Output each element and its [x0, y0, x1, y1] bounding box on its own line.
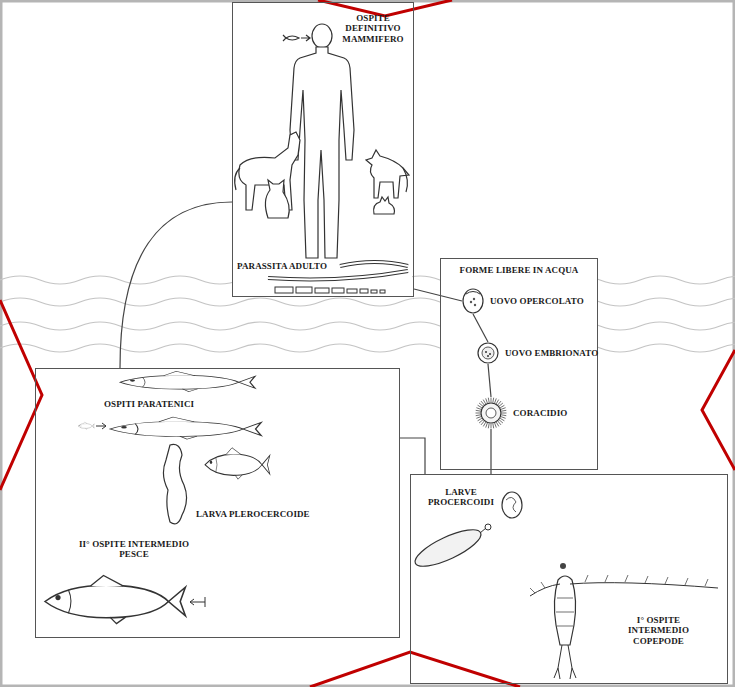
coracidium-shape	[475, 397, 507, 429]
coracidium-shape: CORACIDIO	[475, 397, 507, 429]
host-box: OSPITI PARATENICI LARVA PLEROCERCOIDE II° …	[35, 368, 400, 638]
mammal-hosts	[235, 24, 409, 258]
life-cycle-line	[488, 364, 491, 397]
egg-shape: UOVO OPERCOLATO	[462, 288, 484, 314]
host-box: LARVE PROCERCOIDI I° OSPITE INTERMEDIO CO…	[410, 474, 728, 684]
egg-shape	[462, 288, 484, 314]
egg-shape: UOVO EMBRIONATO	[477, 342, 499, 364]
fish-hosts	[45, 371, 270, 623]
box-label: LARVA PLEROCERCOIDE	[196, 509, 336, 519]
stage-label: CORACIDIO	[513, 408, 567, 418]
life-cycle-line	[120, 202, 232, 368]
stage-label: UOVO OPERCOLATO	[490, 296, 584, 306]
life-cycle-line	[414, 289, 462, 301]
box-label: I° OSPITE INTERMEDIO COPEPODE	[616, 615, 701, 646]
life-cycle-line	[473, 314, 488, 342]
box-grounds	[35, 2, 728, 684]
box-heading: LARVE PROCERCOIDI	[425, 487, 497, 508]
box-label: II° OSPITE INTERMEDIO PESCE	[78, 539, 190, 560]
stage-box: FORME LIBERE IN ACQUA UOVO OPERCOLATO UOVO…	[440, 258, 598, 470]
stage-label: UOVO EMBRIONATO	[505, 348, 598, 358]
life-cycle-line	[490, 429, 491, 474]
copepod-and-procercoid	[411, 492, 718, 679]
box-heading: FORME LIBERE IN ACQUA	[445, 265, 593, 275]
host-box: OSPITE DEFINITIVO MAMMIFERO PARASSITA ADU…	[232, 2, 414, 297]
life-cycle-line	[400, 438, 425, 474]
box-heading: OSPITE DEFINITIVO MAMMIFERO	[337, 13, 409, 44]
egg-shape	[477, 342, 499, 364]
box-label: PARASSITA ADULTO	[237, 261, 341, 271]
box-heading: OSPITI PARATENICI	[104, 399, 224, 409]
